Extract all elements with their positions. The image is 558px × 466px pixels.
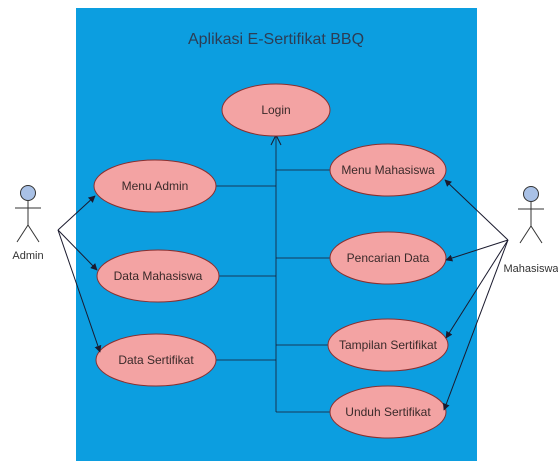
actor-admin: Admin (12, 185, 44, 262)
actor-admin-label: Admin (12, 250, 43, 262)
use-case-login-label: Login (261, 103, 290, 117)
actor-mahasiswa-label: Mahasiswa (503, 263, 558, 275)
actor-mahasiswa: Mahasiswa (503, 186, 558, 275)
use-case-menu-mahasiswa-label: Menu Mahasiswa (341, 163, 435, 177)
actor-mahasiswa-head (523, 186, 539, 202)
use-case-data-mahasiswa-label: Data Mahasiswa (114, 269, 203, 283)
use-case-data-sertifikat[interactable]: Data Sertifikat (95, 333, 217, 387)
use-case-pencarian-data-label: Pencarian Data (347, 251, 430, 265)
use-case-menu-mahasiswa[interactable]: Menu Mahasiswa (329, 143, 447, 197)
admin-associations (57, 195, 102, 353)
mahasiswa-associations (442, 179, 509, 411)
use-case-tampilan-sertifikat[interactable]: Tampilan Sertifikat (327, 318, 449, 372)
system-title: Aplikasi E-Sertifikat BBQ (188, 31, 364, 48)
use-case-data-mahasiswa[interactable]: Data Mahasiswa (96, 249, 220, 303)
use-case-login[interactable]: Login (221, 83, 331, 137)
use-case-unduh-sertifikat[interactable]: Unduh Sertifikat (329, 385, 447, 439)
use-case-pencarian-data[interactable]: Pencarian Data (329, 231, 447, 285)
use-case-menu-admin[interactable]: Menu Admin (93, 159, 217, 213)
use-case-menu-admin-label: Menu Admin (122, 179, 189, 193)
use-case-unduh-sertifikat-label: Unduh Sertifikat (345, 405, 431, 419)
use-case-data-sertifikat-label: Data Sertifikat (118, 353, 194, 367)
actor-admin-head (20, 185, 36, 201)
use-case-tampilan-sertifikat-label: Tampilan Sertifikat (339, 338, 438, 352)
include-connectors (216, 136, 330, 413)
